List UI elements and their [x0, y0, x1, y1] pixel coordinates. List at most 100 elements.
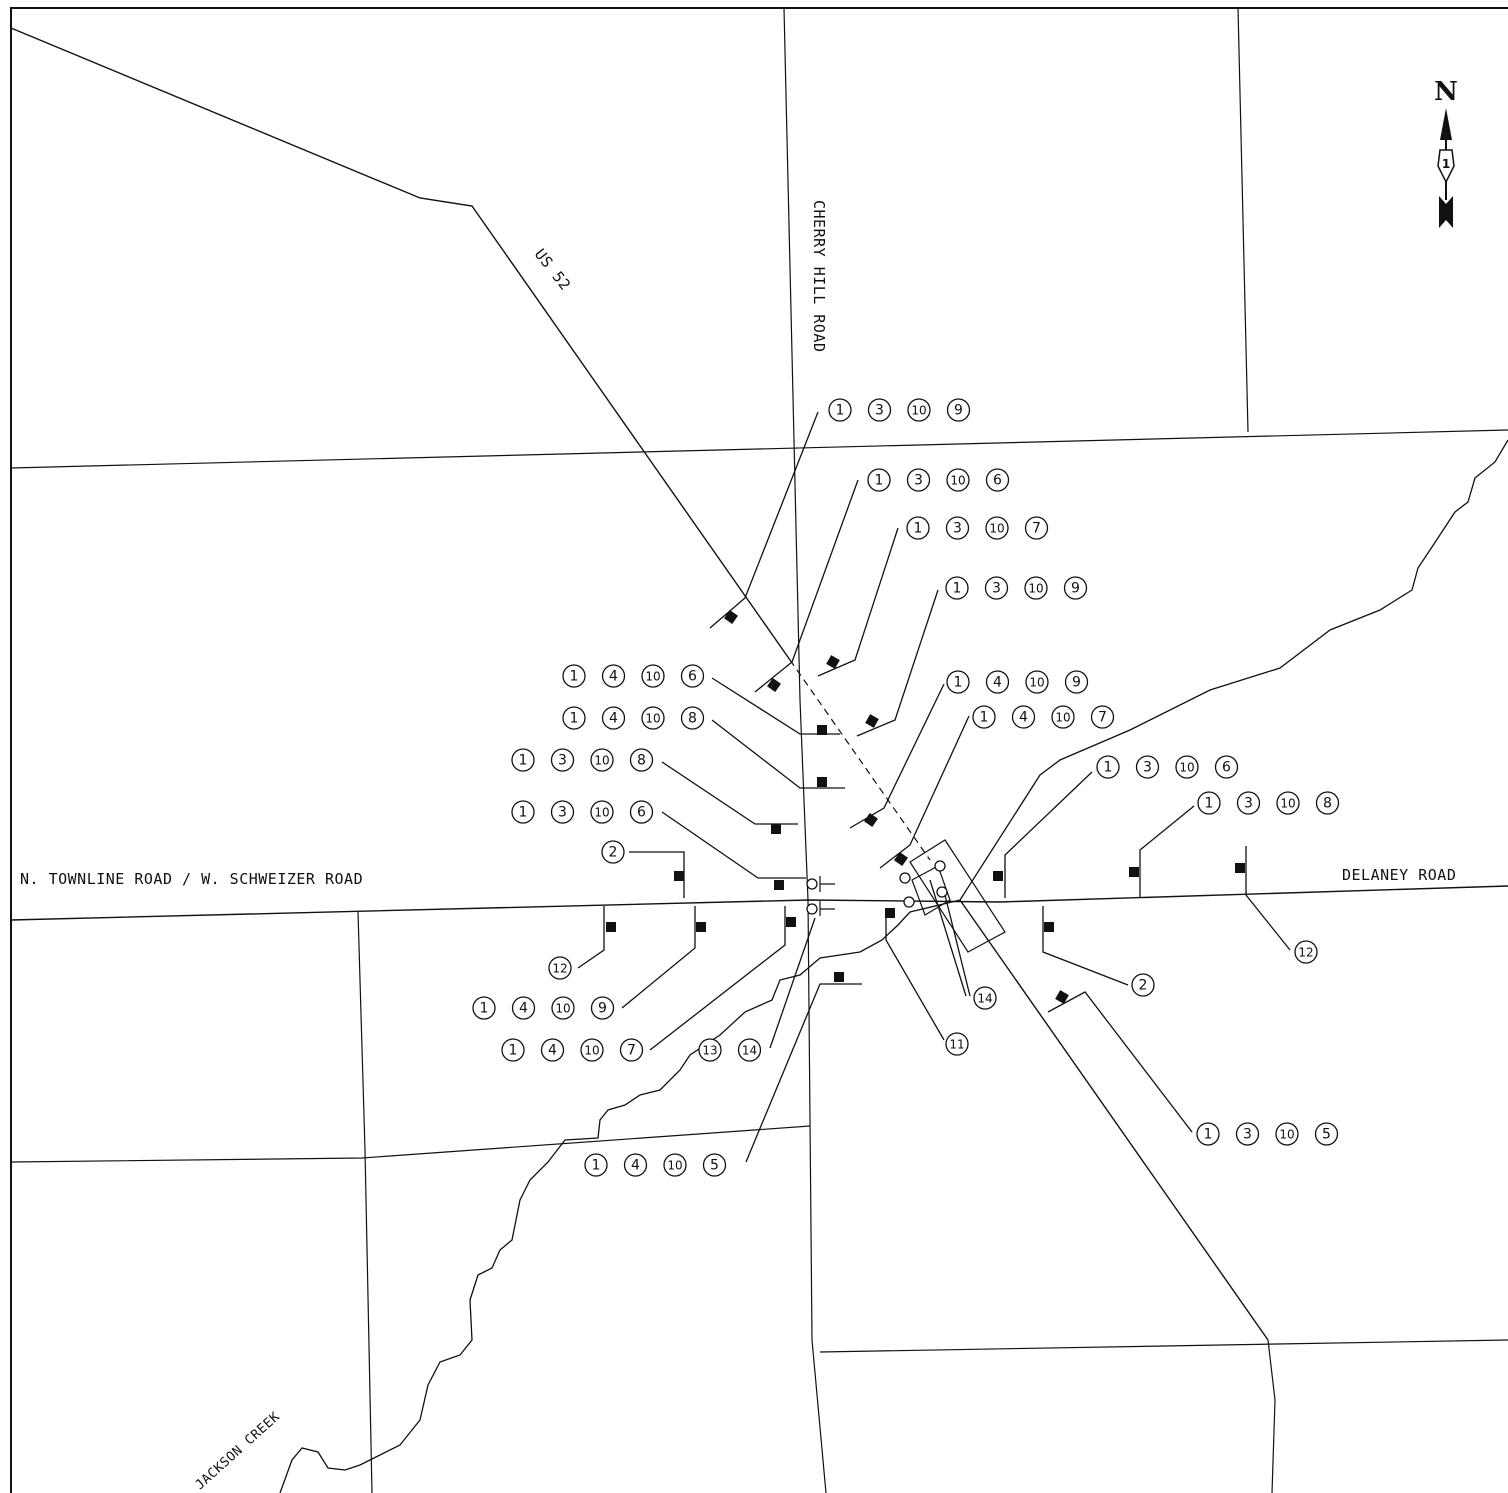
callout-number: 7	[627, 1043, 636, 1059]
callout-number: 13	[702, 1044, 717, 1058]
callout-s-q: 13 14	[698, 1038, 762, 1062]
sign-marker-icon	[696, 922, 706, 932]
callout-bubble	[1024, 516, 1049, 540]
callout-number: 7	[1098, 710, 1107, 726]
callout-bubble	[551, 996, 575, 1020]
callout-bubble	[907, 398, 931, 422]
callout-number: 4	[519, 1001, 528, 1017]
callout-number: 10	[1029, 676, 1044, 690]
callout-number: 10	[645, 712, 660, 726]
callout-bubble	[1315, 791, 1340, 815]
label-east-road: DELANEY ROAD	[1342, 866, 1456, 884]
callout-bubble	[580, 1038, 604, 1062]
callout-number: 9	[1071, 581, 1080, 597]
jackson-creek-line	[279, 439, 1508, 1493]
callout-bubble	[698, 1038, 722, 1062]
sign-marker-icon	[1235, 863, 1245, 873]
callout-number: 2	[609, 845, 618, 861]
callout-bubble	[629, 800, 654, 824]
callout-bubble	[601, 664, 626, 688]
sign-marker-icon	[993, 871, 1003, 881]
callout-bubble	[511, 748, 535, 772]
callout-sw-n: 12	[548, 956, 572, 980]
callout-number: 3	[875, 403, 884, 419]
north-letter: N	[1434, 77, 1458, 107]
sign-marker-icon	[817, 725, 827, 735]
callout-bubble	[946, 468, 970, 492]
callout-c-t: 11	[945, 1032, 969, 1056]
callout-bubble	[1275, 1122, 1299, 1146]
callout-number: 12	[552, 962, 567, 976]
callout-number: 5	[1322, 1127, 1331, 1143]
callout-bubble	[828, 398, 852, 422]
callout-number: 1	[1205, 796, 1214, 812]
callout-bubble	[946, 670, 970, 694]
callout-number: 1	[875, 473, 884, 489]
callout-c-s: 14	[973, 986, 997, 1010]
callout-number: 14	[742, 1044, 757, 1058]
callout-bubble	[1024, 576, 1048, 600]
callout-bubble	[601, 840, 625, 864]
us-52-line-dashed	[789, 659, 931, 861]
callout-bubble	[945, 1032, 969, 1056]
callout-bubble	[945, 576, 969, 600]
callout-bubble	[548, 956, 572, 980]
townline-delaney-road-line	[10, 885, 1508, 921]
sign-marker-icon	[1129, 867, 1139, 877]
sign-marker-icon	[786, 917, 796, 927]
callout-bubble	[1314, 1122, 1339, 1146]
bridge-structure	[806, 839, 1006, 953]
sign-marker-icon	[865, 714, 879, 728]
callout-bubble	[619, 1038, 644, 1062]
callout-number: 1	[519, 805, 528, 821]
sign-marker-icon	[817, 777, 827, 787]
label-jackson-creek: JACKSON CREEK	[193, 1409, 283, 1493]
callout-bubble	[641, 706, 665, 730]
callout-bubble	[973, 986, 997, 1010]
callout-bubble	[1135, 755, 1160, 779]
callout-bubble	[641, 664, 665, 688]
leader-lines	[577, 411, 1291, 1163]
callout-bubble	[945, 516, 970, 540]
sign-marker-icon	[1044, 922, 1054, 932]
callout-bubble	[1197, 791, 1221, 815]
callout-bubble	[511, 800, 535, 824]
callout-number: 6	[1222, 760, 1231, 776]
callout-bubble	[623, 1153, 648, 1177]
callout-bubble	[550, 800, 575, 824]
callout-bubble	[501, 1038, 525, 1062]
sign-marker-icon	[767, 678, 781, 692]
callout-bubble	[680, 664, 705, 688]
callout-bubble	[1051, 705, 1075, 729]
callout-bubble	[1096, 755, 1120, 779]
shield-icon	[1437, 149, 1455, 184]
callout-bubble	[590, 996, 615, 1020]
callout-number: 10	[1055, 711, 1070, 725]
callout-number: 1	[570, 711, 579, 727]
sign-marker-icon	[674, 871, 684, 881]
callout-bubble	[1214, 755, 1239, 779]
callout-number: 10	[1028, 582, 1043, 596]
callout-number: 10	[989, 522, 1004, 536]
callout-number: 9	[1072, 675, 1081, 691]
callout-number: 10	[594, 754, 609, 768]
north-emblem-number: 1	[1442, 157, 1450, 171]
us-52-line-south	[959, 899, 1269, 1341]
callout-number: 1	[570, 669, 579, 685]
callout-number: 10	[1279, 1128, 1294, 1142]
callout-number: 10	[645, 670, 660, 684]
callout-e-u: 2	[1131, 973, 1155, 997]
callout-number: 9	[954, 403, 963, 419]
